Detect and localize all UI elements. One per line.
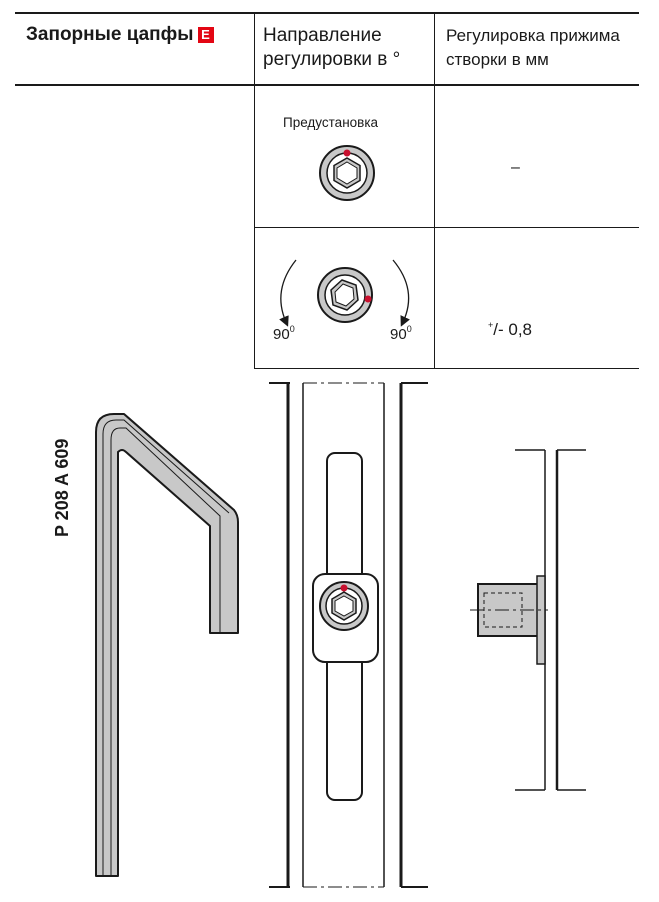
header-direction-line1: Направление bbox=[263, 25, 382, 46]
preset-label: Предустановка bbox=[283, 115, 379, 130]
rotate-left-arrow-icon bbox=[279, 259, 297, 327]
column-divider-2 bbox=[434, 14, 435, 369]
hex-key-drawing bbox=[95, 413, 239, 877]
column-divider-1 bbox=[254, 14, 255, 369]
row-divider bbox=[254, 227, 639, 228]
header-title-text: Запорные цапфы bbox=[26, 24, 194, 45]
e-badge-icon: E bbox=[197, 27, 214, 43]
header-sash-pressure: Регулировка прижима створки в мм bbox=[446, 24, 620, 72]
table-bottom-rule bbox=[254, 368, 639, 369]
header-bottom-rule bbox=[15, 84, 639, 86]
front-view-drawing bbox=[269, 382, 428, 888]
header-pressure-line1: Регулировка прижима bbox=[446, 26, 620, 45]
header-adjustment-direction: Направление регулировки в ° bbox=[263, 24, 400, 72]
side-view-drawing bbox=[470, 449, 586, 791]
angle-right-label: 900 bbox=[390, 324, 412, 343]
rotate-right-arrow-icon bbox=[392, 259, 410, 327]
header-top-rule bbox=[15, 12, 639, 14]
preset-hex-cam-icon bbox=[319, 145, 375, 201]
header-pressure-line2: створки в мм bbox=[446, 50, 549, 69]
row2-value: +/- 0,8 bbox=[488, 320, 533, 339]
rotation-hex-cam-icon bbox=[317, 267, 373, 323]
angle-left-label: 900 bbox=[273, 324, 295, 343]
header-direction-line2: регулировки в ° bbox=[263, 49, 401, 70]
row1-value: – bbox=[511, 159, 520, 176]
